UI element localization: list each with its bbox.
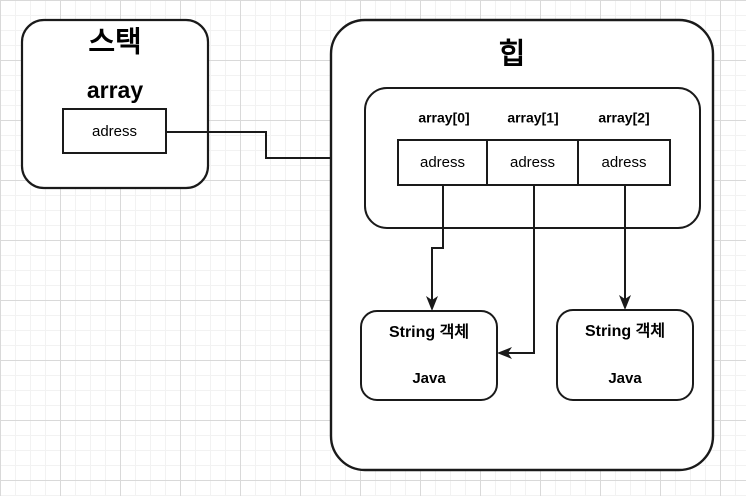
array1-connector-line bbox=[505, 185, 535, 354]
string-object-0-value: Java bbox=[412, 370, 446, 387]
heap-region: 힙 array[0] array[1] array[2] adress adre… bbox=[329, 18, 715, 472]
stack-variable-label: array bbox=[87, 77, 143, 103]
array0-to-string-object-connector bbox=[426, 185, 444, 311]
stack-title: 스택 bbox=[88, 26, 141, 59]
array2-arrowhead bbox=[619, 295, 631, 310]
array1-to-string-object-connector bbox=[497, 185, 535, 359]
heap-title: 힙 bbox=[499, 38, 526, 71]
stack-reference-slot-value: adress bbox=[92, 123, 137, 140]
string-object-1-value: Java bbox=[608, 370, 642, 387]
array-cell-2 bbox=[577, 139, 671, 186]
array-cell-2-value: adress bbox=[601, 154, 646, 171]
array-index-label-1: array[1] bbox=[507, 110, 558, 126]
stack-reference-slot bbox=[62, 108, 167, 154]
stack-to-heap-connector-line bbox=[166, 131, 358, 159]
array-cell-0-value: adress bbox=[420, 154, 465, 171]
string-object-0-box bbox=[360, 310, 498, 401]
string-object-0-name: String 객체 bbox=[389, 323, 469, 341]
string-object-1-box bbox=[556, 309, 694, 401]
string-object-1: String 객체 Java bbox=[556, 309, 694, 401]
array0-arrowhead bbox=[426, 296, 438, 311]
array-cell-0 bbox=[397, 139, 488, 186]
array2-to-string-object-connector bbox=[619, 185, 631, 310]
array-index-label-2: array[2] bbox=[598, 110, 649, 126]
heap-array-object: array[0] array[1] array[2] adress adress… bbox=[364, 87, 701, 229]
string-object-1-name: String 객체 bbox=[585, 322, 665, 340]
array-index-label-0: array[0] bbox=[418, 110, 469, 126]
array0-connector-line bbox=[431, 185, 444, 303]
array-cell-1-value: adress bbox=[510, 154, 555, 171]
stack-region: 스택 array adress bbox=[20, 18, 210, 190]
array1-arrowhead bbox=[497, 347, 512, 359]
string-object-0: String 객체 Java bbox=[360, 310, 498, 401]
